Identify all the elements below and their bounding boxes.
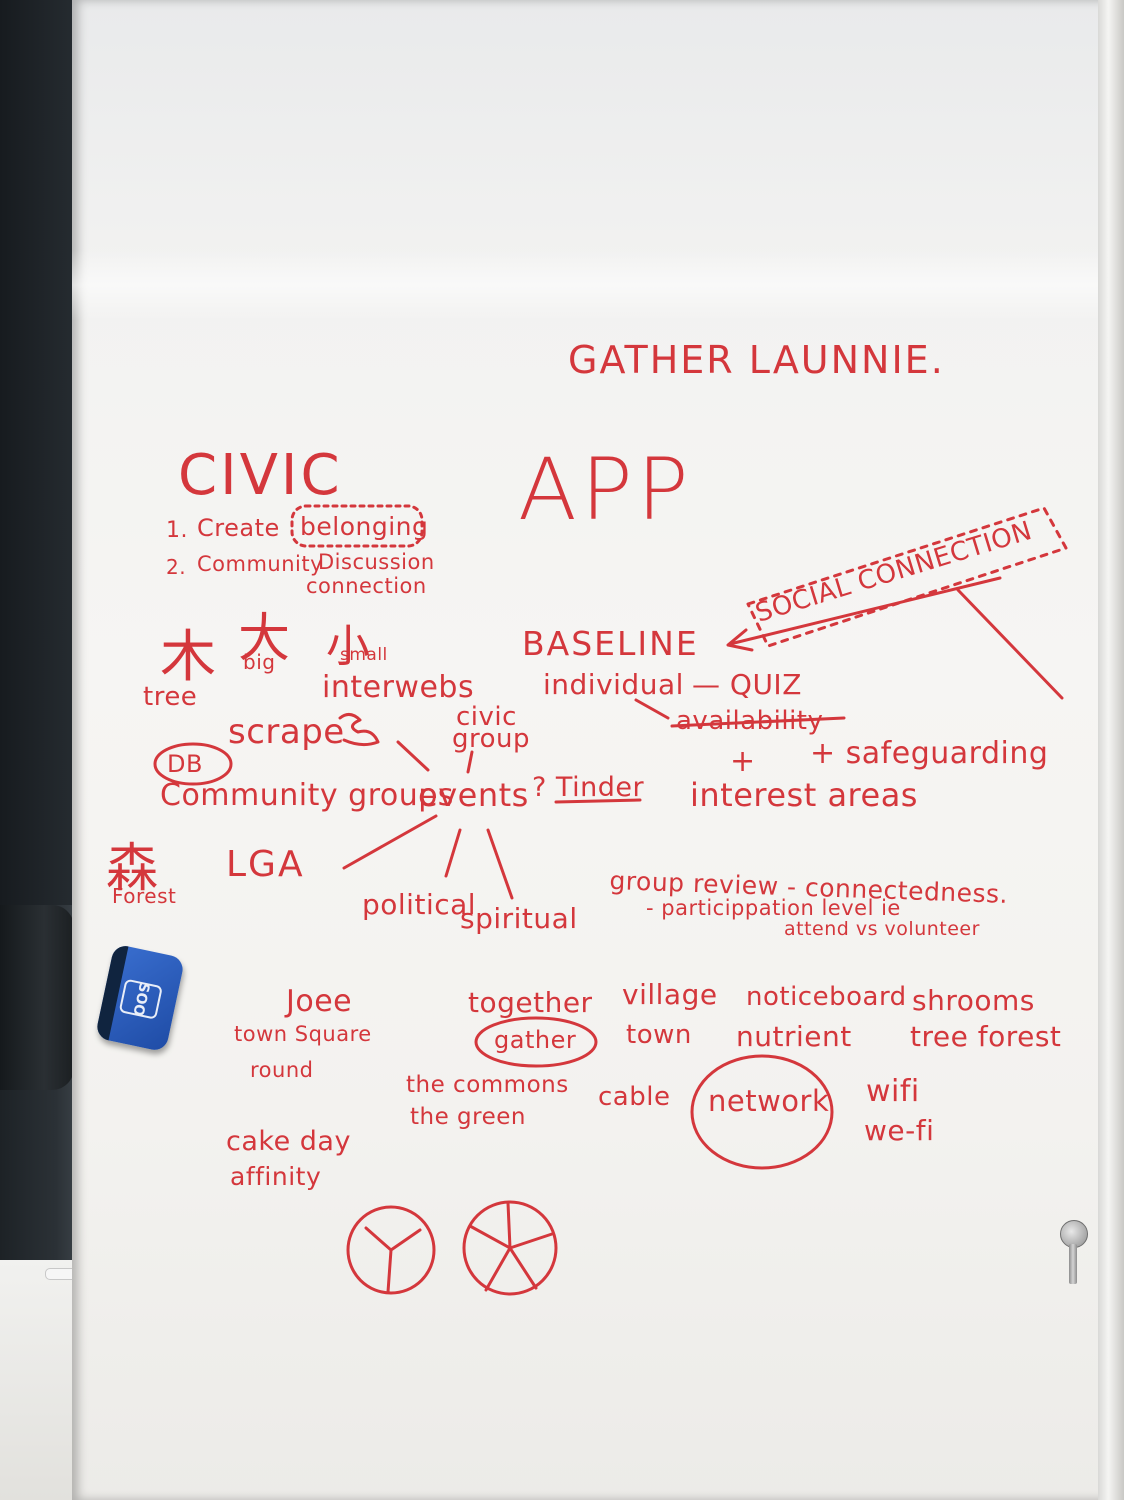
events-word: events bbox=[418, 776, 529, 814]
word-wifi: wifi bbox=[866, 1074, 920, 1109]
word-gather: gather bbox=[494, 1026, 577, 1054]
word-the-green: the green bbox=[410, 1104, 526, 1130]
word-we-fi: we-fi bbox=[864, 1114, 935, 1147]
pie-3-slices bbox=[364, 1226, 422, 1294]
kanji-small-label: small bbox=[340, 645, 388, 665]
camera-mount bbox=[0, 905, 74, 1090]
spiritual-word: spiritual bbox=[460, 902, 578, 935]
eraser-logo: SOO bbox=[118, 978, 163, 1020]
individual-word: individual bbox=[543, 668, 684, 701]
word-nutrient: nutrient bbox=[736, 1020, 852, 1053]
kanji-tree: 木 bbox=[160, 625, 217, 690]
participation-line: - particippation level ie bbox=[646, 896, 901, 920]
kanji-forest: 森 bbox=[106, 839, 159, 899]
civic-group-line2: group bbox=[452, 724, 531, 754]
individual-branch-line bbox=[634, 698, 670, 720]
word-round: round bbox=[250, 1058, 314, 1082]
word-village: village bbox=[622, 978, 718, 1011]
discussion-word: Discussion bbox=[318, 550, 435, 574]
social-to-baseline-arrow bbox=[728, 576, 1002, 646]
kanji-tree-label: tree bbox=[143, 682, 198, 712]
word-affinity: affinity bbox=[230, 1162, 322, 1191]
interwebs-word: interwebs bbox=[322, 670, 475, 705]
diagonal-line bbox=[956, 588, 1064, 700]
key-icon bbox=[1069, 1244, 1077, 1284]
word-joee: Joee bbox=[286, 984, 353, 1019]
list-item-create: Create bbox=[197, 514, 280, 542]
tinder-underline bbox=[554, 798, 642, 804]
kanji-small: 小 bbox=[326, 621, 371, 672]
kanji-big-label: big bbox=[243, 650, 276, 674]
community-groups-word: Community groups bbox=[160, 778, 454, 813]
interest-areas-word: interest areas bbox=[690, 776, 918, 814]
attend-volunteer-line: attend vs volunteer bbox=[784, 918, 980, 940]
db-circle bbox=[153, 742, 233, 786]
board-title: GATHER LAUNNIE. bbox=[568, 338, 945, 382]
scrape-scribble bbox=[338, 713, 380, 747]
word-shrooms: shrooms bbox=[912, 984, 1035, 1017]
kanji-big: 大 bbox=[238, 609, 291, 669]
word-together: together bbox=[468, 986, 593, 1019]
word-cable: cable bbox=[598, 1082, 671, 1112]
word-town-square: town Square bbox=[234, 1022, 372, 1046]
app-heading: APP bbox=[518, 440, 693, 540]
baseline-word: BASELINE bbox=[522, 624, 699, 663]
belonging-word: belonging bbox=[300, 512, 429, 541]
word-noticeboard: noticeboard bbox=[746, 982, 907, 1012]
political-word: political bbox=[362, 888, 477, 921]
lga-word: LGA bbox=[226, 844, 305, 885]
word-the-commons: the commons bbox=[406, 1072, 569, 1098]
belonging-dotted-box bbox=[290, 504, 424, 548]
db-label: DB bbox=[167, 750, 203, 778]
civic-group-line1: civic bbox=[456, 702, 517, 732]
social-connection-dotted-box bbox=[746, 506, 1068, 648]
board-frame bbox=[1098, 0, 1124, 1500]
kanji-forest-label: Forest bbox=[112, 884, 177, 908]
light-glare bbox=[72, 250, 1102, 320]
pie-5-slices bbox=[468, 1201, 554, 1292]
gather-circle bbox=[474, 1016, 598, 1068]
scrape-to-events-line bbox=[396, 740, 430, 772]
arrow-head bbox=[726, 628, 754, 652]
events-to-spiritual-line bbox=[486, 828, 514, 900]
list-number-1: 1. bbox=[166, 518, 188, 543]
word-cake-day: cake day bbox=[226, 1126, 351, 1157]
list-number-2: 2. bbox=[166, 555, 187, 579]
civic-heading: CIVIC bbox=[178, 443, 343, 508]
events-to-political-line bbox=[444, 828, 462, 878]
events-to-lga-line bbox=[342, 814, 438, 870]
civic-group-to-events-line bbox=[466, 750, 474, 774]
tinder-word: ? Tinder bbox=[532, 772, 645, 803]
word-network: network bbox=[708, 1084, 830, 1118]
word-town: town bbox=[626, 1020, 692, 1050]
connection-word: connection bbox=[306, 574, 427, 598]
word-tree-forest: tree forest bbox=[910, 1020, 1062, 1053]
network-circle bbox=[690, 1054, 834, 1170]
safeguarding-word: + safeguarding bbox=[810, 736, 1049, 771]
lock-icon bbox=[1060, 1220, 1088, 1248]
plus-sign: + bbox=[730, 744, 756, 779]
pie-circle-3-icon bbox=[346, 1205, 436, 1295]
list-item-community: Community bbox=[197, 552, 324, 576]
availability-strike bbox=[670, 716, 846, 728]
quiz-word: — QUIZ bbox=[692, 668, 802, 701]
pie-circle-5-icon bbox=[462, 1200, 558, 1296]
scrape-word: scrape bbox=[228, 712, 345, 752]
